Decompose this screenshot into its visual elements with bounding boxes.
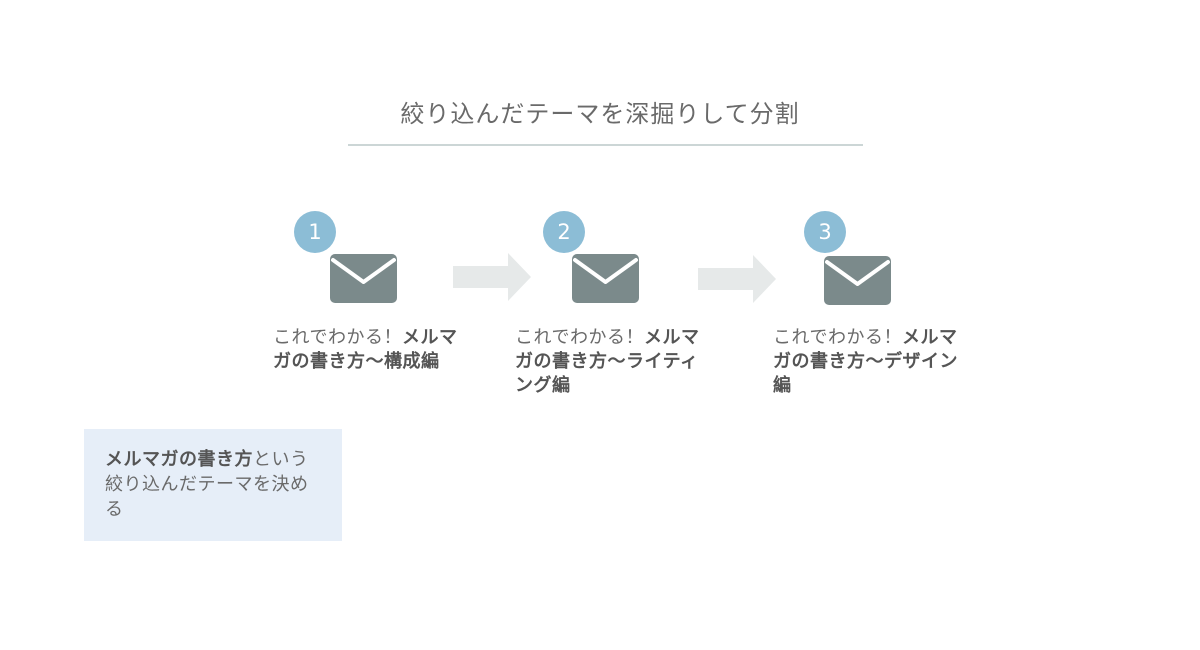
step-3-number-badge: 3 bbox=[804, 211, 846, 253]
right-arrow-icon bbox=[698, 255, 776, 303]
envelope-icon bbox=[572, 254, 639, 303]
step-1-caption-bold: メルマガの書き方〜構成編 bbox=[273, 327, 458, 372]
envelope-icon bbox=[330, 254, 397, 303]
envelope-icon bbox=[824, 256, 891, 305]
right-arrow-icon bbox=[453, 253, 531, 301]
theme-note-box: メルマガの書き方という絞り込んだテーマを決める bbox=[84, 429, 342, 541]
step-1-caption-plain: これでわかる！ bbox=[273, 327, 402, 348]
page-title: 絞り込んだテーマを深掘りして分割 bbox=[400, 100, 800, 128]
note-plain-text: という絞り込んだテーマを決める bbox=[105, 449, 309, 520]
step-3-caption-bold: メルマガの書き方〜デザイン編 bbox=[773, 327, 958, 396]
step-1-number-badge: 1 bbox=[294, 211, 336, 253]
title-underline bbox=[348, 144, 863, 146]
step-2-caption-plain: これでわかる！ bbox=[515, 327, 644, 348]
step-2-caption-bold: メルマガの書き方〜ライティング編 bbox=[515, 327, 700, 396]
step-2-caption: これでわかる！メルマガの書き方〜ライティング編 bbox=[515, 326, 700, 398]
step-2-number-badge: 2 bbox=[543, 211, 585, 253]
step-3-caption-plain: これでわかる！ bbox=[773, 327, 902, 348]
step-3-caption: これでわかる！メルマガの書き方〜デザイン編 bbox=[773, 326, 958, 398]
step-1-caption: これでわかる！メルマガの書き方〜構成編 bbox=[273, 326, 458, 374]
note-bold-text: メルマガの書き方 bbox=[105, 449, 253, 470]
